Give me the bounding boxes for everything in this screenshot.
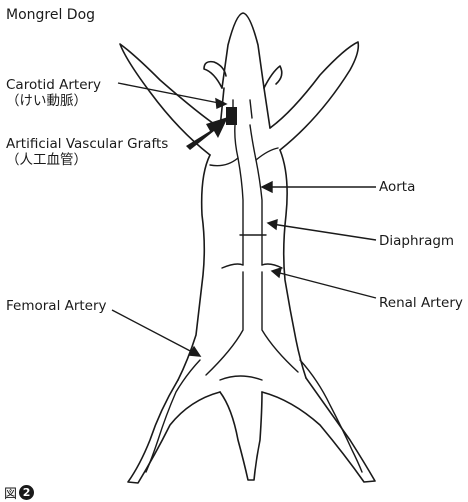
iliac-branch [220,376,262,380]
aorta-leader-arrowhead [262,182,272,192]
lower-aorta-left [206,272,243,375]
aorta-vessel-left [235,125,243,265]
renal-leader-arrowhead [272,268,281,277]
label-carotid-artery: Carotid Artery （けい動脈） [6,77,101,109]
subclavian-branch-left [210,158,238,166]
figure-number: 図 2 [4,483,34,502]
figure-number-badge: 2 [19,485,34,500]
renal-branch-right [262,264,282,268]
renal-branch-left [222,264,243,268]
diagram-title: Mongrel Dog [6,7,95,23]
dog-right-hindleg [262,378,375,482]
carotid-leader-line [118,83,224,104]
subclavian-branch-right [256,148,278,160]
figure-prefix: 図 [4,483,17,502]
dog-torso-right [280,150,306,378]
label-carotid-artery-jp: （けい動脈） [6,93,101,109]
diaphragm-leader-line [272,224,376,240]
label-aorta: Aorta [379,179,415,195]
dog-head-outline [222,13,264,88]
diaphragm-leader-arrowhead [268,220,277,229]
femoral-leader-line [112,310,196,354]
dog-tail [220,392,262,480]
carotid-artery-right [250,100,252,118]
dog-neck-right [264,88,270,128]
dog-right-ear [264,66,282,88]
label-diaphragm: Diaphragm [379,233,454,249]
dog-right-foreleg [270,42,358,150]
graft-pointer-arrow [186,117,228,150]
label-artificial-grafts-jp: （人工血管） [6,152,168,168]
label-femoral-artery: Femoral Artery [6,298,107,314]
label-renal-artery: Renal Artery [379,295,463,311]
label-carotid-artery-en: Carotid Artery [6,77,101,93]
label-artificial-grafts: Artificial Vascular Grafts （人工血管） [6,136,168,168]
aorta-vessel-right [250,125,262,265]
label-artificial-grafts-en: Artificial Vascular Grafts [6,136,168,152]
carotid-leader-arrowhead [216,99,226,108]
graft-block [226,107,237,125]
renal-leader-line [276,272,376,298]
